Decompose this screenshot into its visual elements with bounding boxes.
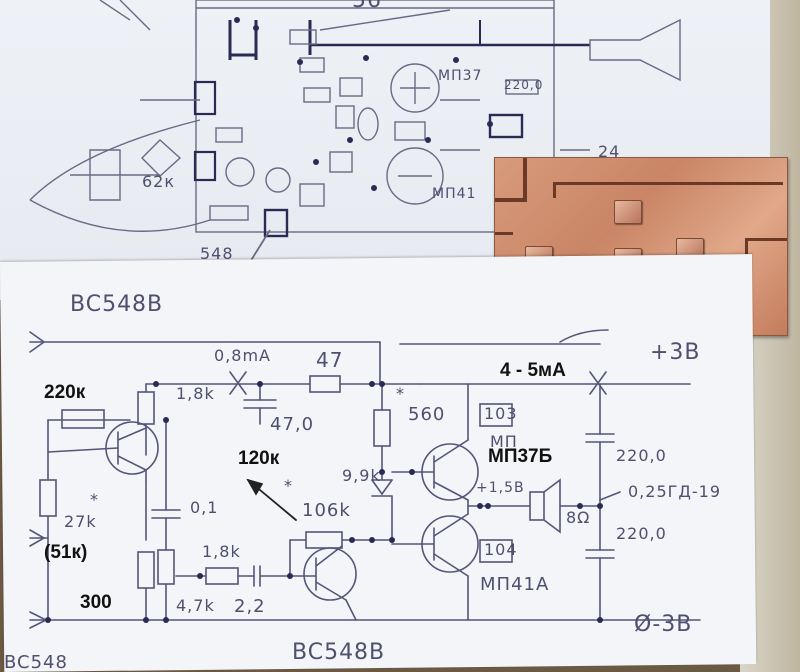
sketch-label-56: 56	[352, 0, 382, 13]
sketch-label-mp41: МП41	[432, 186, 477, 202]
label-bc548b-bottom: BC548B	[292, 640, 386, 665]
label-current-0-8ma: 0,8mA	[214, 346, 271, 365]
label-plus-3v: +3В	[650, 340, 701, 365]
label-mp-fragment: МП	[490, 432, 518, 451]
label-c-220-top: 220,0	[616, 446, 667, 465]
label-r-27k: 27k	[64, 512, 97, 531]
annotation-51k: (51к)	[44, 542, 88, 563]
annotation-mp37b: МП37Б	[488, 446, 553, 467]
label-r-560: 560	[408, 404, 446, 425]
sketch-label-62k: 62к	[142, 172, 176, 191]
annotation-300: 300	[80, 592, 112, 613]
label-speaker-spec: 0,25ГД-19	[628, 482, 722, 501]
annotation-current-4-5ma: 4 - 5мА	[500, 360, 566, 381]
pcb-pad	[614, 200, 642, 224]
label-star-106k: *	[284, 476, 293, 495]
sketch-label-548: 548	[200, 244, 234, 263]
label-star-560: *	[396, 384, 405, 403]
label-star-27k: *	[90, 490, 99, 509]
label-c-0-1: 0,1	[190, 498, 219, 517]
label-plus-1-5v: +1,5В	[476, 480, 525, 496]
label-c-47: 47,0	[270, 414, 315, 435]
sketch-label-220: 220,0	[504, 78, 544, 92]
label-c-220-bottom: 220,0	[616, 524, 667, 543]
label-mp41a: МП41А	[480, 574, 550, 595]
annotation-220k: 220к	[44, 382, 86, 403]
label-r-1-8k-top: 1,8k	[176, 384, 215, 403]
annotation-120k: 120к	[238, 448, 280, 469]
label-r-106k: 106k	[302, 500, 351, 521]
layout-sketch	[29, 0, 681, 271]
label-minus-3v: Ø-3В	[634, 612, 693, 637]
board-outline	[195, 0, 555, 233]
label-box-104: 104	[484, 540, 518, 559]
label-bc548b-top: BC548B	[70, 292, 164, 317]
label-r-1-8k-bottom: 1,8k	[202, 542, 241, 561]
label-c-2-2: 2,2	[234, 596, 266, 617]
sketch-label-mp37: МП37	[438, 68, 483, 84]
label-r-47: 47	[316, 348, 344, 372]
label-bc548-partial: BC548	[4, 652, 68, 672]
sketch-label-24: 24	[598, 142, 621, 161]
label-r-9-9k: 9,9k	[342, 466, 381, 485]
label-box-103: 103	[484, 404, 518, 423]
label-speaker-ohm: 8Ω	[566, 508, 591, 527]
label-r-4-7k: 4,7k	[176, 596, 215, 615]
